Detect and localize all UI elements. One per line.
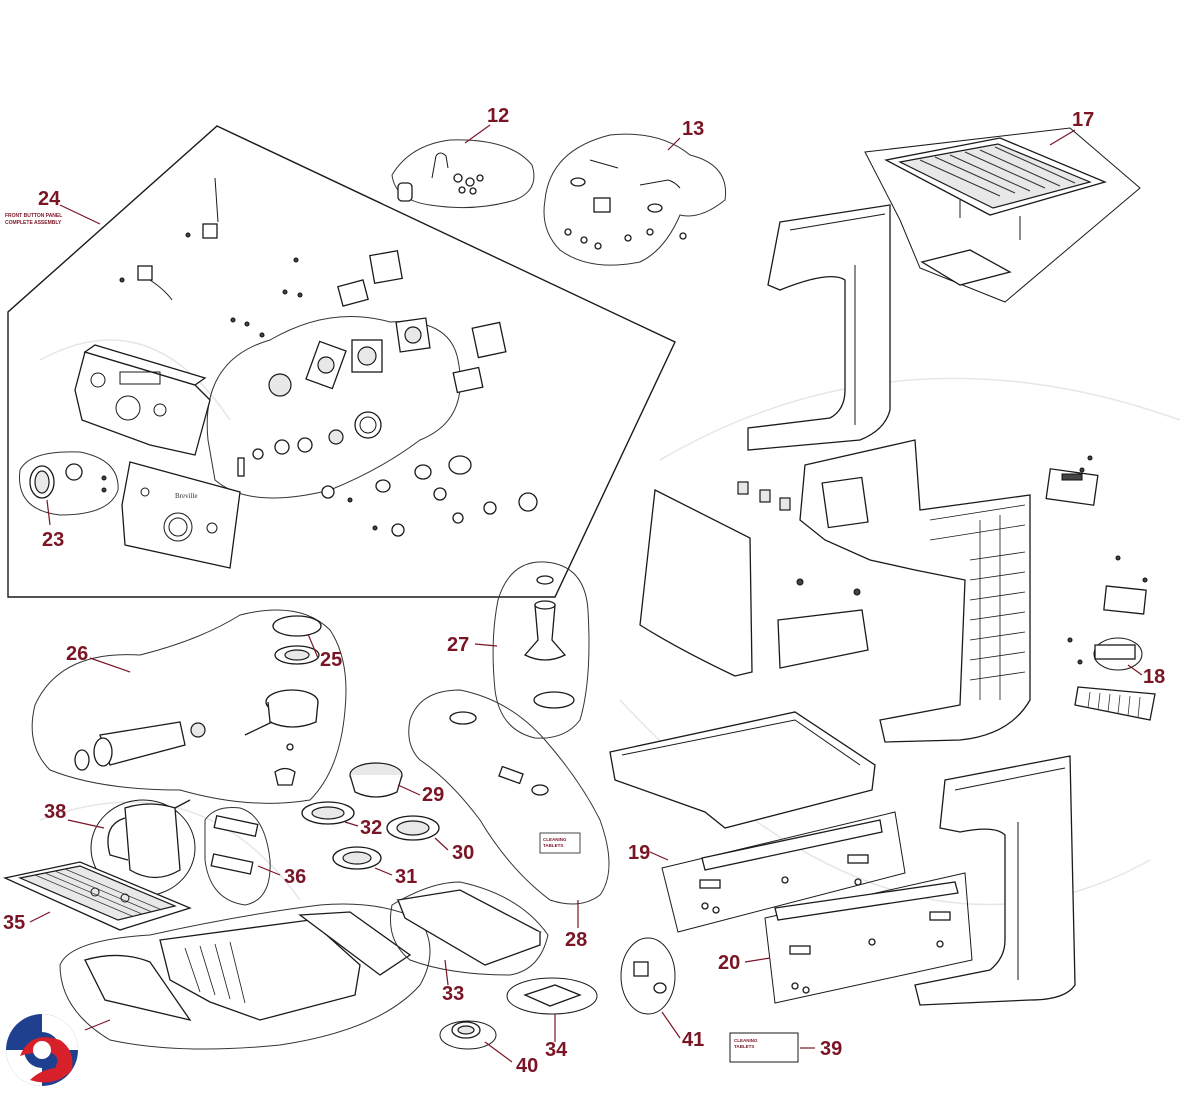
parts-group-34 [506, 977, 598, 1015]
parts-group-28: CLEANING TABLETS [408, 689, 610, 905]
panel-frame [74, 344, 211, 456]
brand-text: Breville [175, 492, 198, 500]
cleaning-tablets-28-line2: TABLETS [543, 843, 563, 848]
front-panel-caption-line2: COMPLETE ASSEMBLY [5, 220, 62, 226]
callout-35: 35 [3, 912, 25, 934]
parts-group-40 [439, 1020, 497, 1050]
callout-39: 39 [820, 1038, 842, 1060]
callout-33: 33 [442, 983, 464, 1005]
base-tray [609, 711, 876, 829]
callout-41: 41 [682, 1029, 704, 1051]
cleaning-tablets-39: CLEANING TABLETS [729, 1032, 799, 1063]
milk-jug-38 [90, 799, 196, 897]
callout-labels: 24 12 13 17 23 26 25 27 18 29 38 32 19 3… [3, 105, 1165, 1077]
parts-group-20 [764, 872, 973, 1004]
drip-tray-assembly [59, 903, 431, 1050]
panel-components [119, 177, 538, 537]
filter-baskets [301, 762, 440, 870]
callout-20: 20 [718, 952, 740, 974]
callout-31: 31 [395, 866, 417, 888]
cleaning-tablets-39-line2: TABLETS [734, 1044, 754, 1049]
callout-13: 13 [682, 118, 704, 140]
control-knob [29, 463, 107, 499]
parts-group-36 [204, 807, 271, 906]
parts-group-41 [620, 937, 676, 1015]
callout-34: 34 [545, 1039, 568, 1061]
callout-28: 28 [565, 929, 587, 951]
callout-18: 18 [1143, 666, 1165, 688]
callout-32: 32 [360, 817, 382, 839]
drip-grate-35 [2, 861, 192, 931]
front-panel-assembly-outline [7, 125, 676, 598]
callout-29: 29 [422, 784, 444, 806]
leader-lines [29, 124, 1143, 1063]
callout-12: 12 [487, 105, 509, 127]
callout-17: 17 [1072, 109, 1094, 131]
cleaning-tablets-28-line1: CLEANING [543, 837, 567, 842]
side-housing-lower [914, 755, 1076, 1006]
main-chassis [737, 439, 1031, 743]
back-panel-sheet [639, 488, 869, 677]
callout-40: 40 [516, 1055, 538, 1077]
side-housing-upper [747, 204, 891, 451]
callout-25: 25 [320, 649, 342, 671]
parts-group-13 [543, 133, 727, 266]
front-panel-caption-line1: FRONT BUTTON PANEL [5, 213, 62, 219]
tray-33 [389, 881, 549, 976]
callout-23: 23 [42, 529, 64, 551]
callout-26: 26 [66, 643, 88, 665]
drip-grill-17 [864, 127, 1141, 303]
callout-30: 30 [452, 842, 474, 864]
callout-24: 24 [38, 188, 61, 210]
electronics-group-18 [1045, 455, 1156, 721]
cleaning-tablets-box-28 [539, 832, 581, 854]
front-panel-assembly-group: Breville [5, 125, 676, 598]
callout-38: 38 [44, 801, 66, 823]
front-fascia: Breville [121, 461, 241, 569]
brand-logo [6, 1014, 78, 1086]
callout-36: 36 [284, 866, 306, 888]
parts-group-12 [391, 139, 535, 209]
parts-group-19 [661, 811, 906, 933]
cleaning-tablets-box-39 [729, 1032, 799, 1063]
callout-27: 27 [447, 634, 469, 656]
cleaning-tablets-39-line1: CLEANING [734, 1038, 758, 1043]
parts-group-27 [492, 561, 590, 739]
portafilter-group-26 [31, 609, 347, 804]
callout-19: 19 [628, 842, 650, 864]
